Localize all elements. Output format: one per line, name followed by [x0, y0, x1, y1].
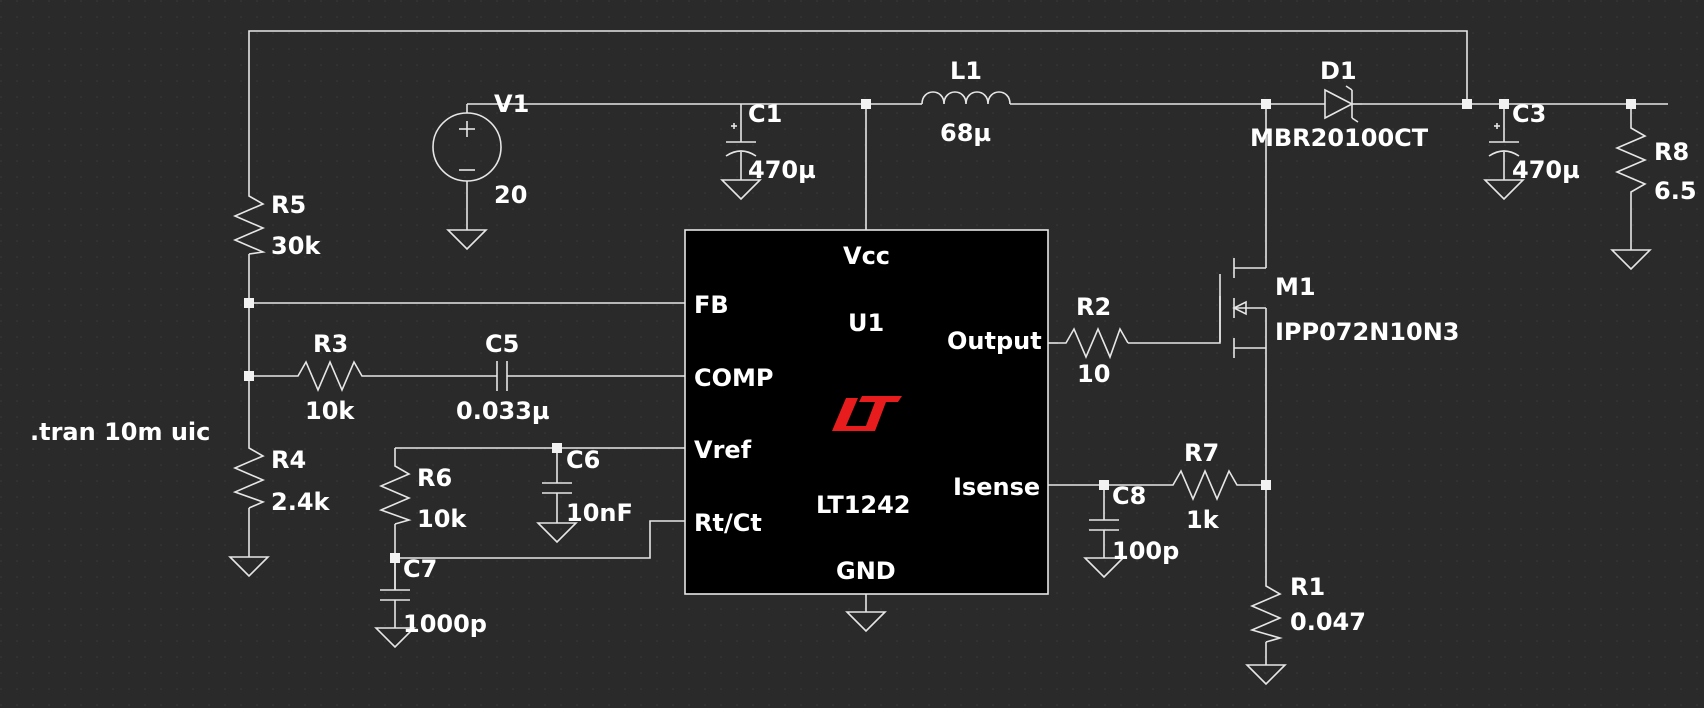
wire-feedback-top[interactable] [248, 30, 1468, 182]
resistor-r3[interactable] [290, 359, 370, 393]
capacitor-c1[interactable] [725, 123, 757, 157]
resistor-r8[interactable] [1614, 120, 1648, 200]
resistor-r1[interactable] [1249, 580, 1283, 643]
ground-c7 [374, 627, 416, 649]
junction-fb [244, 298, 254, 308]
ground-v1 [446, 229, 488, 251]
junction-drain [1261, 99, 1271, 109]
ground-r1 [1245, 664, 1287, 686]
resistor-r5[interactable] [232, 190, 266, 255]
label-r3-value: 10k [305, 397, 355, 425]
resistor-r7[interactable] [1165, 468, 1245, 502]
ic-pin-output: Output [947, 327, 1042, 355]
junction-source [1261, 480, 1271, 490]
spice-directive[interactable]: .tran 10m uic [30, 418, 210, 446]
junction-r8 [1626, 99, 1636, 109]
label-r2-value: 10 [1077, 360, 1110, 388]
resistor-r2[interactable] [1058, 326, 1129, 360]
capacitor-c8[interactable] [1089, 519, 1119, 531]
junction-output-fb [1462, 99, 1472, 109]
label-c5-ref: C5 [485, 330, 519, 358]
ground-r8 [1610, 249, 1652, 271]
label-v1-ref: V1 [494, 90, 529, 118]
grounds [228, 179, 1652, 686]
label-c3-value: 470µ [1512, 156, 1580, 184]
ground-c6 [536, 522, 578, 544]
ic-pin-vref: Vref [694, 436, 752, 464]
ic-body [684, 229, 1049, 595]
ground-c3 [1483, 179, 1525, 201]
ground-u1 [845, 611, 887, 633]
ic-pin-isense: Isense [953, 473, 1040, 501]
junction-c8 [1099, 480, 1109, 490]
label-r8-ref: R8 [1654, 138, 1689, 166]
label-r7-value: 1k [1186, 506, 1220, 534]
capacitor-c3[interactable] [1488, 123, 1520, 157]
ic-pin-vcc: Vcc [843, 242, 890, 270]
inductor-l1[interactable] [920, 91, 1011, 105]
capacitor-c7[interactable] [380, 558, 410, 601]
label-r1-ref: R1 [1290, 573, 1325, 601]
ic-u1[interactable]: Vcc U1 FB COMP Vref Rt/Ct Output Isense … [684, 229, 1049, 595]
mosfet-m1[interactable] [1219, 258, 1267, 358]
ic-pin-rtct: Rt/Ct [694, 509, 762, 537]
voltage-source-v1[interactable] [432, 112, 502, 182]
label-d1-ref: D1 [1320, 57, 1357, 85]
label-v1-value: 20 [494, 181, 527, 209]
label-r5-value: 30k [271, 232, 321, 260]
junction-c7 [390, 553, 400, 563]
label-r8-value: 6.5 [1654, 177, 1697, 205]
label-c3-ref: C3 [1512, 100, 1546, 128]
label-r4-value: 2.4k [271, 488, 331, 516]
label-r6-ref: R6 [417, 464, 452, 492]
label-c6-ref: C6 [566, 446, 600, 474]
label-c5-value: 0.033µ [456, 397, 550, 425]
linear-logo-icon [832, 396, 902, 431]
label-c6-value: 10nF [566, 499, 633, 527]
label-r5-ref: R5 [271, 191, 306, 219]
ic-pin-comp: COMP [694, 364, 774, 392]
label-r1-value: 0.047 [1290, 608, 1366, 636]
ground-c8 [1083, 557, 1125, 579]
ground-c1 [720, 179, 762, 201]
wire-rtct[interactable] [395, 520, 685, 559]
ic-pin-gnd: GND [836, 557, 896, 585]
label-l1-ref: L1 [950, 57, 982, 85]
ic-pin-fb: FB [694, 291, 729, 319]
junction-vcc [861, 99, 871, 109]
resistor-r4[interactable] [232, 442, 266, 509]
label-c1-ref: C1 [748, 100, 782, 128]
label-m1-value: IPP072N10N3 [1275, 318, 1459, 346]
label-d1-value: MBR20100CT [1250, 124, 1429, 152]
label-r4-ref: R4 [271, 446, 306, 474]
capacitor-c6[interactable] [542, 482, 572, 494]
label-r3-ref: R3 [313, 330, 348, 358]
label-c7-ref: C7 [403, 555, 437, 583]
ic-ref-label: U1 [848, 309, 884, 337]
ground-r4 [228, 556, 270, 578]
label-c8-value: 100p [1112, 537, 1179, 565]
label-r6-value: 10k [417, 505, 467, 533]
resistor-r6[interactable] [378, 460, 412, 525]
junction-c3 [1499, 99, 1509, 109]
diode-d1[interactable] [1324, 85, 1362, 123]
junction-c6 [552, 443, 562, 453]
ic-part-label: LT1242 [816, 491, 911, 519]
label-m1-ref: M1 [1275, 273, 1316, 301]
junction-comp [244, 371, 254, 381]
labels: V1 20 C1 470µ L1 68µ D1 MBR20100CT C3 47… [30, 57, 1697, 638]
capacitor-c5[interactable] [496, 361, 508, 391]
junctions [244, 99, 1636, 563]
label-l1-value: 68µ [940, 119, 991, 147]
label-c7-value: 1000p [403, 610, 487, 638]
label-r7-ref: R7 [1184, 439, 1219, 467]
label-c8-ref: C8 [1112, 482, 1146, 510]
label-c1-value: 470µ [748, 156, 816, 184]
label-r2-ref: R2 [1076, 293, 1111, 321]
